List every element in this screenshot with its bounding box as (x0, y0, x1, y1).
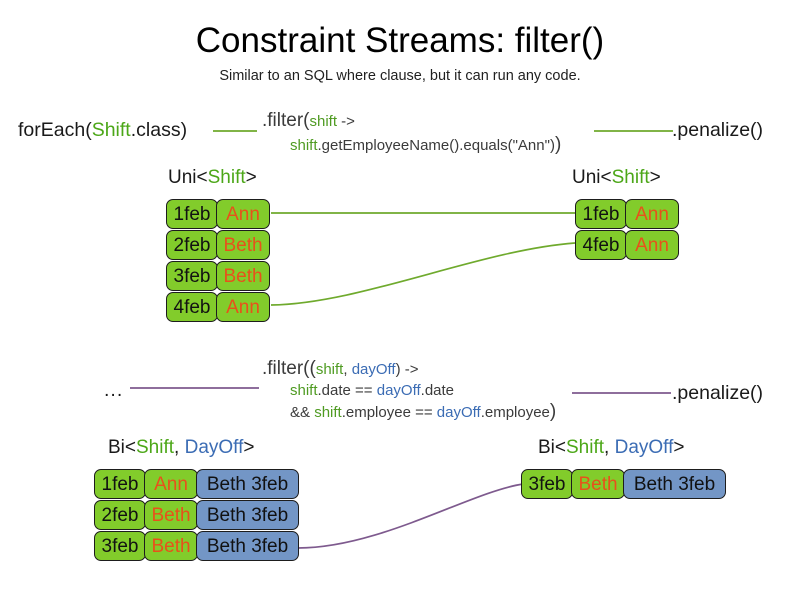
cell-date: 1feb (94, 469, 146, 499)
table-row[interactable]: 1feb Ann (166, 199, 270, 229)
bi-in-prefix: Bi< (108, 437, 136, 458)
filter2-l2-var2: dayOff (376, 382, 421, 399)
cell-pair: Beth 3feb (196, 469, 299, 499)
filter2-l3-end: .employee (480, 404, 550, 421)
foreach-type: Shift (91, 119, 131, 141)
filter-expression-bi: .filter((shift, dayOff) -> shift.date ==… (262, 358, 556, 423)
penalize-label-bi: .penalize() (672, 382, 764, 404)
filter2-l3-amp: && (290, 404, 315, 421)
cell-name: Ann (625, 230, 679, 260)
ellipsis-source: ... (104, 379, 124, 401)
link-uni-row4 (270, 242, 576, 306)
cell-name: Ann (625, 199, 679, 229)
filter2-close-paren: ) (549, 401, 557, 422)
table-row[interactable]: 1feb Ann Beth 3feb (94, 469, 299, 499)
cell-date: 4feb (166, 292, 218, 322)
link-bi-row3 (297, 483, 524, 549)
filter2-l3-var1: shift (314, 404, 342, 421)
bi-in-comma: , (174, 437, 185, 458)
filter1-close-paren: ) (554, 134, 562, 155)
bi-out-comma: , (604, 437, 615, 458)
cell-name: Ann (216, 292, 270, 322)
cell-name: Beth (571, 469, 625, 499)
page-title: Constraint Streams: filter() (195, 21, 605, 60)
label-bi-input: Bi<Shift, DayOff> (108, 437, 254, 459)
filter1-keyword: .filter( (262, 110, 310, 131)
bi-out-suffix: > (673, 437, 685, 458)
filter2-arrow: ) -> (395, 361, 419, 378)
cell-name: Beth (216, 261, 270, 291)
uni-output-table: 1feb Ann 4feb Ann (575, 199, 679, 261)
table-row[interactable]: 2feb Beth Beth 3feb (94, 500, 299, 530)
filter2-l2-end: .date (420, 382, 455, 399)
uni-in-suffix: > (245, 167, 257, 188)
label-uni-output: Uni<Shift> (572, 167, 661, 189)
cell-pair: Beth 3feb (196, 531, 299, 561)
filter1-arrow: -> (337, 113, 355, 130)
uni-out-suffix: > (649, 167, 661, 188)
bi-in-suffix: > (243, 437, 255, 458)
foreach-expression: forEach(Shift.class) (18, 119, 187, 142)
table-row[interactable]: 1feb Ann (575, 199, 679, 229)
table-row[interactable]: 4feb Ann (166, 292, 270, 322)
filter1-param: shift (309, 113, 338, 130)
filter2-comma: , (343, 361, 352, 378)
cell-date: 1feb (166, 199, 218, 229)
filter2-l2-var1: shift (290, 382, 318, 399)
uni-in-prefix: Uni< (168, 167, 208, 188)
cell-pair: Beth 3feb (196, 500, 299, 530)
bi-out-prefix: Bi< (538, 437, 566, 458)
uni-in-type: Shift (207, 167, 246, 188)
filter2-param1: shift (315, 361, 344, 378)
cell-date: 2feb (94, 500, 146, 530)
cell-date: 2feb (166, 230, 218, 260)
cell-name: Beth (144, 531, 198, 561)
label-bi-output: Bi<Shift, DayOff> (538, 437, 684, 459)
filter2-keyword: .filter(( (262, 358, 316, 379)
cell-name: Ann (216, 199, 270, 229)
bi-out-type1: Shift (566, 437, 605, 458)
bi-input-table: 1feb Ann Beth 3feb 2feb Beth Beth 3feb 3… (94, 469, 299, 562)
bi-output-table: 3feb Beth Beth 3feb (521, 469, 726, 500)
table-row[interactable]: 3feb Beth Beth 3feb (94, 531, 299, 561)
page-subtitle: Similar to an SQL where clause, but it c… (219, 68, 581, 84)
table-row[interactable]: 3feb Beth Beth 3feb (521, 469, 726, 499)
bi-in-type1: Shift (136, 437, 175, 458)
uni-input-table: 1feb Ann 2feb Beth 3feb Beth 4feb Ann (166, 199, 270, 323)
cell-date: 3feb (94, 531, 146, 561)
filter-expression-uni: .filter(shift -> shift.getEmployeeName()… (262, 110, 561, 156)
cell-date: 4feb (575, 230, 627, 260)
table-row[interactable]: 4feb Ann (575, 230, 679, 260)
filter2-l3-mid: .employee == (341, 404, 437, 421)
cell-name: Ann (144, 469, 198, 499)
uni-out-prefix: Uni< (572, 167, 612, 188)
cell-date: 3feb (166, 261, 218, 291)
foreach-prefix: forEach( (18, 119, 92, 141)
cell-date: 3feb (521, 469, 573, 499)
filter2-l2-mid: .date == (317, 382, 377, 399)
label-uni-input: Uni<Shift> (168, 167, 257, 189)
cell-name: Beth (144, 500, 198, 530)
filter2-param2: dayOff (351, 361, 396, 378)
table-row[interactable]: 3feb Beth (166, 261, 270, 291)
bi-in-type2: DayOff (184, 437, 244, 458)
filter1-body-rest: .getEmployeeName().equals("Ann") (317, 137, 555, 154)
cell-name: Beth (216, 230, 270, 260)
penalize-label-uni: .penalize() (672, 119, 764, 141)
uni-out-type: Shift (611, 167, 650, 188)
foreach-suffix: .class) (130, 119, 188, 141)
cell-pair: Beth 3feb (623, 469, 726, 499)
bi-out-type2: DayOff (614, 437, 674, 458)
cell-date: 1feb (575, 199, 627, 229)
filter2-l3-var2: dayOff (436, 404, 481, 421)
table-row[interactable]: 2feb Beth (166, 230, 270, 260)
filter1-body-var: shift (290, 137, 318, 154)
